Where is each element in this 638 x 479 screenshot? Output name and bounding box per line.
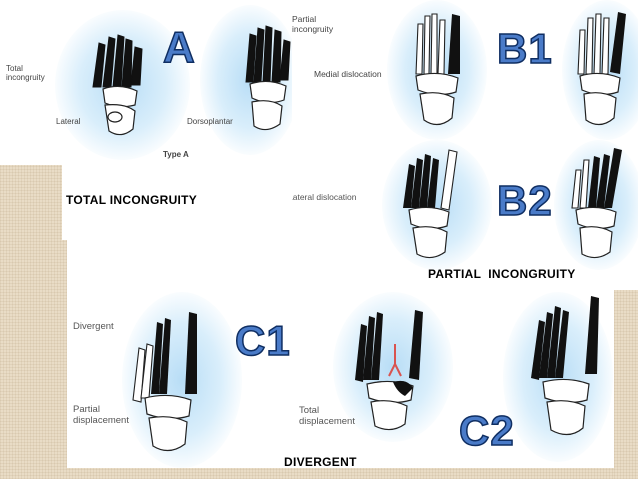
label-total-incongruity: Total incongruity — [6, 64, 45, 83]
panel-b1: Partial incongruity Medial dislocation B… — [292, 0, 638, 140]
foot-c1-illustration — [132, 312, 197, 452]
label-partial-incongruity: Partial incongruity — [292, 14, 334, 34]
heading-b1: B1 — [496, 25, 553, 72]
label-divergent: Divergent — [73, 321, 114, 332]
panel-a: Total incongruity Lateral Dorsoplantar T… — [0, 0, 292, 165]
foot-c2-left-illustration — [355, 310, 423, 431]
foot-b1-right-illustration — [577, 12, 626, 126]
label-dorsoplantar: Dorsoplantar — [187, 117, 233, 126]
foot-b2-left-illustration — [403, 149, 458, 259]
caption-total-incongruity: TOTAL INCONGRUITY — [66, 193, 198, 207]
foot-a-lateral-illustration — [92, 34, 143, 136]
label-type-a: Type A — [163, 150, 189, 159]
label-lateral: Lateral — [56, 117, 81, 126]
left-texture-strip — [0, 165, 67, 479]
caption-divergent: DIVERGENT — [284, 455, 357, 469]
panel-c2: Total displacement C2 — [293, 292, 614, 468]
heading-b2: B2 — [496, 177, 553, 224]
heading-a: A — [162, 23, 196, 72]
foot-a-dorsoplantar-illustration — [245, 25, 291, 131]
label-total-displacement: Total displacement — [299, 405, 355, 427]
heading-c2: C2 — [458, 407, 515, 454]
heading-c1: C1 — [234, 317, 291, 364]
caption-strip-total — [62, 165, 292, 240]
label-lateral-dislocation: Lateral dislocation — [292, 192, 357, 202]
caption-partial-incongruity: PARTIAL INCONGRUITY — [428, 267, 576, 281]
panel-c1: Divergent Partial displacement C1 — [67, 292, 293, 468]
label-partial-displacement: Partial displacement — [73, 404, 129, 426]
panel-b2: Lateral dislocation B2 — [292, 140, 638, 290]
bottom-texture-strip — [0, 468, 638, 479]
foot-b2-right-illustration — [571, 148, 622, 259]
foot-c2-right-illustration — [531, 296, 599, 436]
label-medial-dislocation: Medial dislocation — [314, 69, 382, 79]
foot-b1-left-illustration — [415, 13, 460, 126]
right-texture-strip — [614, 290, 638, 479]
